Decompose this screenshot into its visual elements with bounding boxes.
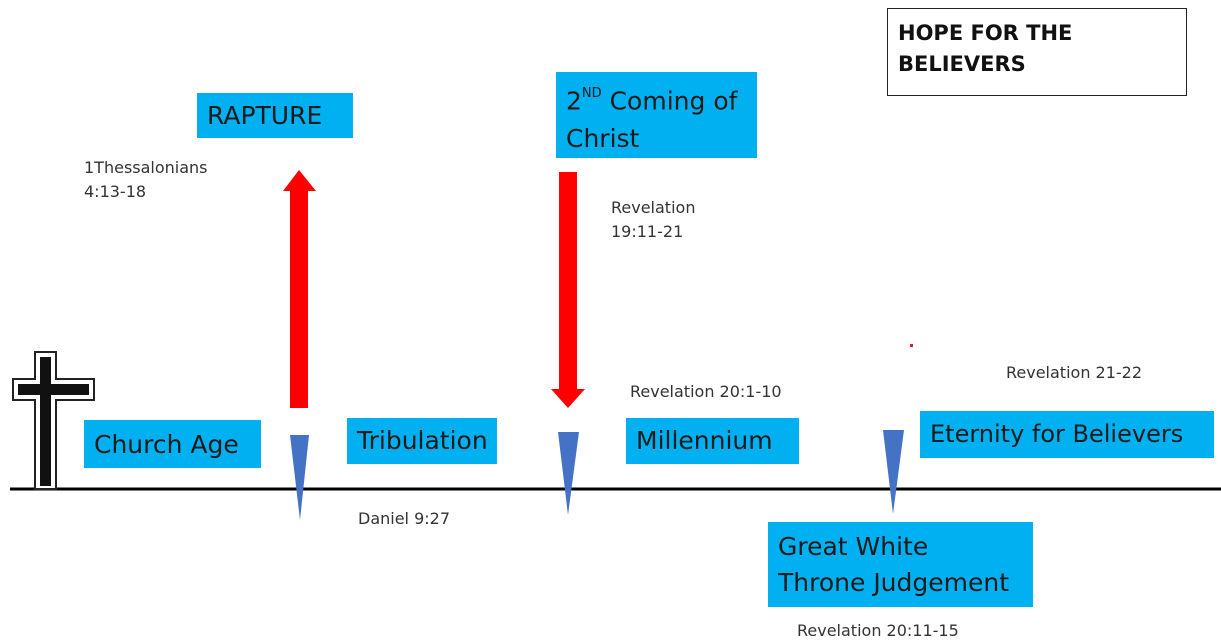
red-dot [910, 344, 913, 347]
rev19-ref-line2: 19:11-21 [611, 222, 684, 241]
millennium-box: Millennium [626, 418, 799, 464]
white-throne-marker [883, 430, 904, 514]
rev20-1-ref: Revelation 20:1-10 [630, 382, 782, 401]
rev21-ref: Revelation 21-22 [1006, 363, 1143, 382]
second-coming-down-arrow [551, 172, 585, 408]
second-coming-marker [558, 432, 579, 515]
second-coming-line2: Christ [566, 124, 640, 154]
thessalonians-ref-line1: 1Thessalonians [84, 158, 208, 177]
rev19-ref-line1: Revelation [611, 198, 696, 217]
page-title: HOPE FOR THE BELIEVERS [898, 21, 1073, 76]
church-age-box: Church Age [84, 420, 261, 468]
white-throne-line2: Throne Judgement [778, 568, 1010, 597]
tribulation-box: Tribulation [347, 418, 497, 464]
rapture-box: RAPTURE [197, 93, 353, 138]
title-box: HOPE FOR THE BELIEVERS [887, 8, 1187, 96]
eternity-label: Eternity for Believers [930, 420, 1184, 448]
church-age-label: Church Age [94, 430, 239, 459]
white-throne-line1: Great White [778, 532, 929, 561]
white-throne-box: Great White Throne Judgement [768, 522, 1033, 607]
tribulation-label: Tribulation [357, 426, 488, 455]
rapture-label: RAPTURE [207, 101, 323, 130]
rev20-11-ref: Revelation 20:11-15 [797, 621, 959, 640]
eternity-box: Eternity for Believers [920, 411, 1214, 458]
second-coming-superscript: ND [581, 86, 602, 101]
thessalonians-ref-line2: 4:13-18 [84, 182, 147, 201]
millennium-label: Millennium [636, 426, 773, 455]
daniel-ref: Daniel 9:27 [358, 509, 451, 528]
second-coming-rest: Coming of [601, 86, 738, 116]
thessalonians-ref: 1Thessalonians 4:13-18 [84, 156, 208, 204]
second-coming-ordinal: 2 [566, 86, 582, 116]
second-coming-line1: 2ND Coming of [566, 78, 757, 120]
second-coming-box: 2ND Coming of Christ [556, 72, 757, 158]
cross-icon [12, 351, 95, 490]
rapture-marker [290, 435, 309, 520]
rapture-up-arrow [283, 170, 316, 408]
rev19-ref: Revelation 19:11-21 [611, 196, 695, 244]
